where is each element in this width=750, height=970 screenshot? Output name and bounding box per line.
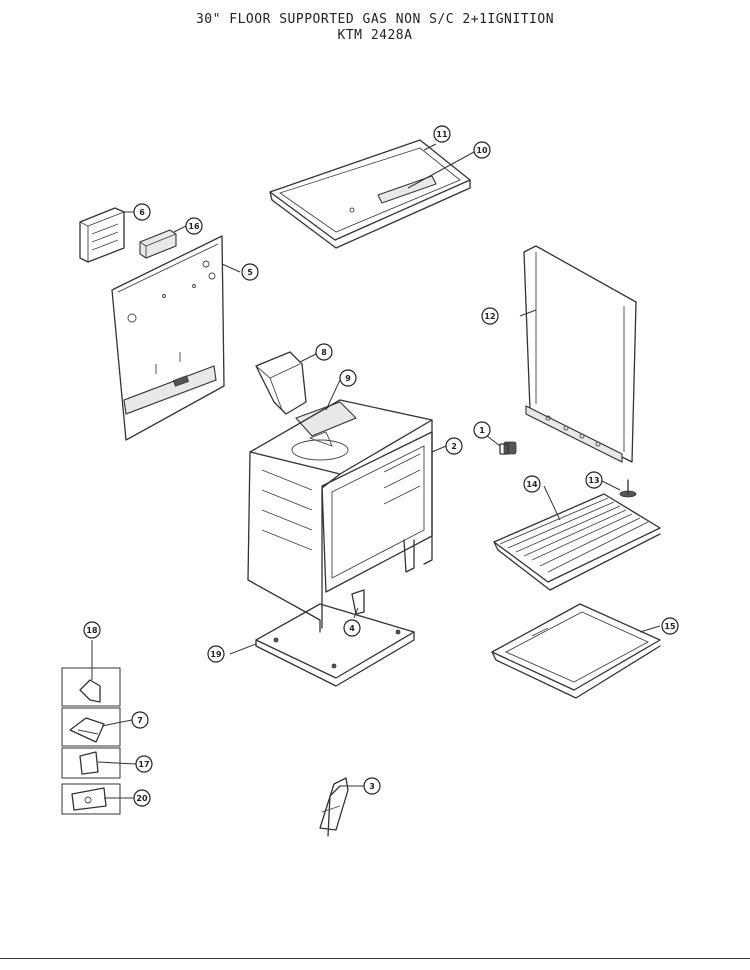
part-box-20 — [61, 783, 121, 815]
part-knob — [499, 441, 517, 455]
svg-text:17: 17 — [138, 760, 149, 769]
callout-17: 17 — [135, 755, 153, 773]
svg-text:14: 14 — [526, 480, 538, 489]
callout-6: 6 — [133, 203, 151, 221]
part-clip — [351, 589, 365, 615]
part-rear-panel — [111, 235, 225, 441]
callout-4: 4 — [343, 619, 361, 637]
svg-text:3: 3 — [369, 782, 375, 791]
callout-16: 16 — [185, 217, 203, 235]
callout-18: 18 — [83, 621, 101, 639]
svg-text:16: 16 — [188, 222, 200, 231]
part-oven-body — [247, 399, 433, 633]
callout-9: 9 — [339, 369, 357, 387]
svg-text:13: 13 — [588, 476, 599, 485]
callout-10: 10 — [473, 141, 491, 159]
svg-text:10: 10 — [476, 146, 488, 155]
part-oven-rack — [493, 493, 661, 591]
part-ignition-module — [79, 207, 125, 263]
callout-13: 13 — [585, 471, 603, 489]
part-broiler-tray — [491, 603, 661, 699]
part-box-7 — [61, 707, 121, 747]
part-base-plate — [255, 603, 415, 687]
svg-text:19: 19 — [210, 650, 222, 659]
svg-text:18: 18 — [86, 626, 98, 635]
diagram-title: 30" FLOOR SUPPORTED GAS NON S/C 2+1IGNIT… — [0, 12, 750, 44]
part-leveling-leg — [619, 479, 637, 498]
part-burner-plate — [295, 401, 357, 437]
callout-2: 2 — [445, 437, 463, 455]
callout-12: 12 — [481, 307, 499, 325]
callout-19: 19 — [207, 645, 225, 663]
svg-text:20: 20 — [136, 794, 148, 803]
callout-8: 8 — [315, 343, 333, 361]
svg-text:11: 11 — [436, 130, 448, 139]
svg-text:6: 6 — [139, 208, 145, 217]
part-door-hinge — [319, 777, 349, 837]
title-line-1: 30" FLOOR SUPPORTED GAS NON S/C 2+1IGNIT… — [195, 12, 555, 27]
callout-7: 7 — [131, 711, 149, 729]
part-flue — [255, 351, 307, 415]
svg-text:15: 15 — [664, 622, 676, 631]
part-side-panel — [523, 245, 637, 463]
svg-text:4: 4 — [349, 624, 355, 633]
callout-15: 15 — [661, 617, 679, 635]
callout-3: 3 — [363, 777, 381, 795]
part-top-panel — [269, 139, 471, 249]
svg-text:2: 2 — [451, 442, 457, 451]
part-small-bracket — [139, 229, 177, 259]
bottom-rule — [0, 958, 750, 959]
svg-text:9: 9 — [345, 374, 351, 383]
part-box-18 — [61, 667, 121, 707]
svg-text:8: 8 — [321, 348, 327, 357]
svg-text:12: 12 — [484, 312, 495, 321]
callout-1: 1 — [473, 421, 491, 439]
svg-text:7: 7 — [137, 716, 143, 725]
leader-lines — [91, 143, 661, 799]
callout-14: 14 — [523, 475, 541, 493]
svg-text:1: 1 — [479, 426, 485, 435]
callout-5: 5 — [241, 263, 259, 281]
callout-11: 11 — [433, 125, 451, 143]
title-line-2: KTM 2428A — [337, 28, 413, 43]
svg-text:5: 5 — [247, 268, 253, 277]
callout-20: 20 — [133, 789, 151, 807]
